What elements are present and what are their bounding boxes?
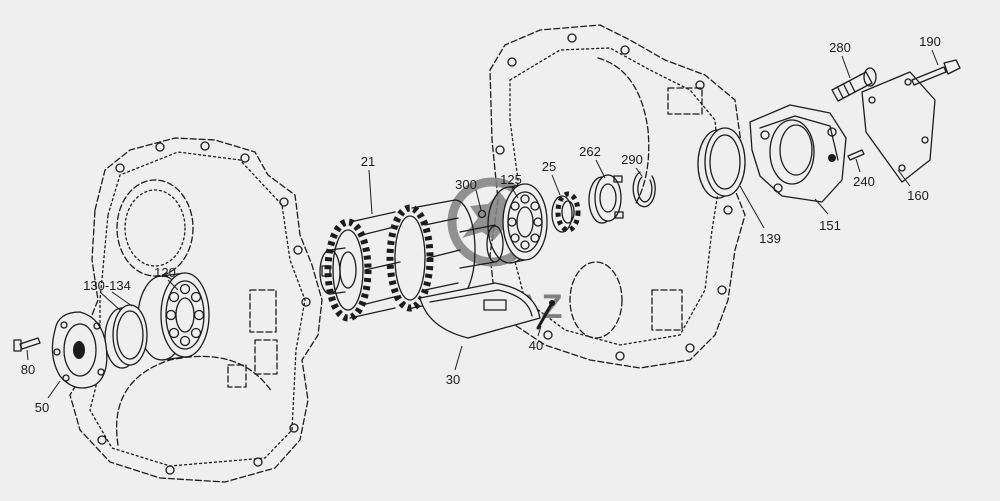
leader-line-40 [537, 325, 542, 337]
callout-262: 262 [579, 144, 601, 159]
part-130-134-rings [104, 304, 148, 369]
leader-line-240 [855, 158, 861, 173]
callout-labels: 280 190 21 300 125 25 262 290 139 151 24… [21, 34, 941, 415]
part-120-bearing [137, 272, 210, 361]
part-40-pin [536, 300, 555, 330]
part-300-ball [477, 209, 487, 219]
callout-160: 160 [907, 188, 929, 203]
callout-280: 280 [829, 40, 851, 55]
callout-50: 50 [35, 400, 49, 415]
leader-line-21 [368, 169, 373, 215]
leader-line-300 [475, 189, 482, 211]
leader-line-160 [897, 169, 911, 187]
part-21-gear-shaft [319, 199, 504, 322]
clutch-housing-bolt-holes [495, 33, 733, 361]
leader-line-25 [551, 174, 561, 196]
callout-151: 151 [819, 218, 841, 233]
part-30-shield [419, 282, 541, 339]
callout-190: 190 [919, 34, 941, 49]
part-80-bolt [13, 337, 41, 352]
leader-line-151 [814, 198, 829, 215]
part-151-cover-housing [749, 104, 847, 203]
callout-130-134: 130-134 [83, 278, 131, 293]
leader-line-290 [635, 167, 643, 177]
callout-21: 21 [361, 154, 375, 169]
part-262-washer [588, 174, 624, 224]
callout-120: 120 [154, 265, 176, 280]
part-125-bearing [487, 183, 548, 264]
leader-line-130-134 [99, 291, 121, 311]
callout-125: 125 [500, 172, 522, 187]
leader-line-80 [26, 349, 29, 361]
part-240-screw [847, 149, 865, 161]
leader-line-50 [47, 380, 61, 399]
callout-30: 30 [446, 372, 460, 387]
leader-line-262 [595, 159, 606, 179]
callout-40: 40 [529, 338, 543, 353]
callout-80: 80 [21, 362, 35, 377]
part-50-end-cover [51, 311, 108, 389]
leader-line-280 [841, 55, 851, 79]
callout-139: 139 [759, 231, 781, 246]
part-290-snap-ring [632, 171, 656, 208]
callout-300: 300 [455, 177, 477, 192]
leader-line-125 [511, 187, 519, 199]
part-25-nut [551, 191, 581, 233]
leader-line-30 [454, 345, 463, 371]
part-139-seal [697, 127, 746, 199]
callout-25: 25 [542, 159, 556, 174]
part-160-gasket [861, 71, 936, 183]
leader-line-139 [739, 185, 765, 229]
leader-lines [26, 49, 939, 399]
part-190-bolt [911, 59, 961, 86]
callout-240: 240 [853, 174, 875, 189]
leader-line-120 [167, 279, 179, 291]
callout-290: 290 [621, 152, 643, 167]
leader-line-130-134-b [111, 291, 133, 307]
leader-line-190 [931, 49, 939, 66]
part-280-plug [831, 67, 877, 102]
